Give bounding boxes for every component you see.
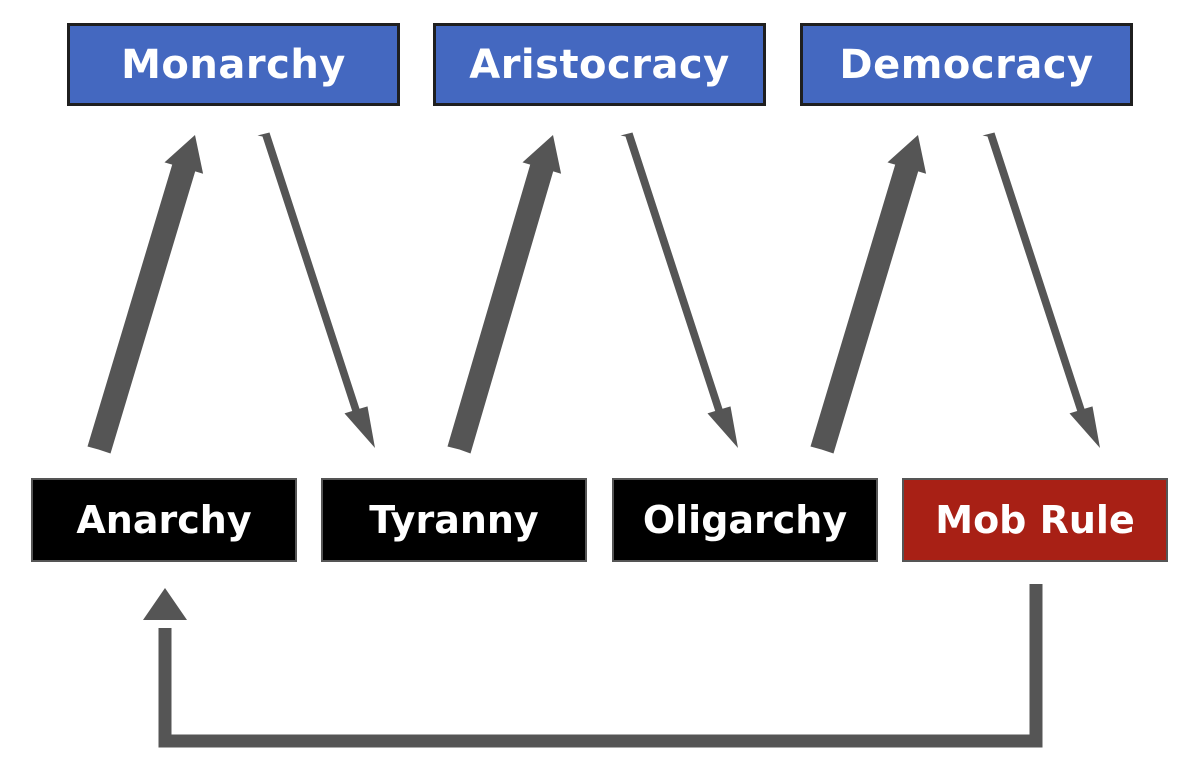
arrow-monarchy-to-tyranny — [257, 132, 375, 448]
arrow-democracy-to-mob-rule — [982, 132, 1100, 448]
oligarchy-label: Oligarchy — [642, 498, 848, 542]
monarchy-label: Monarchy — [121, 41, 346, 88]
arrow-aristocracy-to-oligarchy — [620, 132, 738, 448]
arrow-anarchy-to-monarchy — [87, 135, 204, 454]
mob-rule-box: Mob Rule — [902, 478, 1168, 562]
anarchy-box: Anarchy — [31, 478, 297, 562]
anarchy-label: Anarchy — [76, 498, 252, 542]
aristocracy-box: Aristocracy — [433, 23, 766, 106]
tyranny-box: Tyranny — [321, 478, 587, 562]
aristocracy-label: Aristocracy — [469, 41, 730, 88]
mob-rule-label: Mob Rule — [935, 498, 1135, 542]
monarchy-box: Monarchy — [67, 23, 400, 106]
tyranny-label: Tyranny — [369, 498, 539, 542]
arrow-mob-rule-to-anarchy — [143, 584, 1043, 748]
arrow-tyranny-to-aristocracy — [447, 135, 562, 454]
oligarchy-box: Oligarchy — [612, 478, 878, 562]
arrow-oligarchy-to-democracy — [810, 135, 927, 454]
democracy-box: Democracy — [800, 23, 1133, 106]
democracy-label: Democracy — [839, 41, 1094, 88]
